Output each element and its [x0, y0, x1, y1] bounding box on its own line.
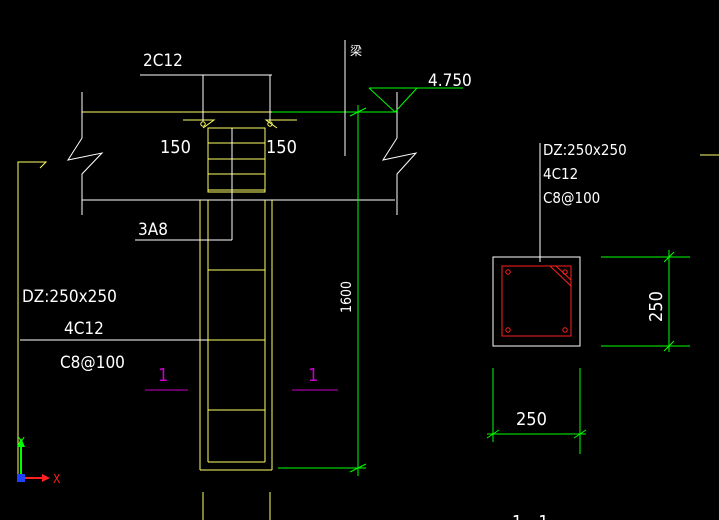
elevation-marker: [368, 87, 463, 113]
section-rebars: [505, 269, 568, 333]
ucs-x-label: X: [53, 472, 61, 486]
column-stirrup-label: C8@100: [60, 353, 125, 373]
section-mark-right: 1: [308, 365, 318, 386]
section-outline: [492, 256, 581, 347]
right-offset-dim: 150: [266, 137, 297, 158]
section-title: 1 - 1: [512, 512, 549, 520]
elevation-value: 4.750: [428, 71, 472, 91]
section-column-stirrup-label: C8@100: [543, 189, 600, 207]
beam-label: 梁: [350, 43, 362, 58]
left-frame-fragment: [17, 161, 48, 480]
height-dim-value: 1600: [339, 281, 355, 313]
left-offset-dim: 150: [160, 137, 191, 158]
column-size-label: DZ:250x250: [22, 287, 117, 307]
height-dimension: [278, 105, 367, 476]
section-height-dimension: [601, 250, 690, 352]
section-width-value: 250: [516, 409, 547, 430]
beam-outline: [66, 92, 418, 215]
ucs-icon: [17, 438, 50, 482]
section-mark-left: 1: [158, 365, 168, 386]
section-height-value: 250: [646, 291, 667, 322]
stirrup-label: 3A8: [138, 220, 168, 240]
section-column-size-label: DZ:250x250: [543, 141, 627, 159]
stirrup-leader: [135, 128, 233, 241]
top-rebar-hooks: [183, 119, 297, 129]
column-rebar-label: 4C12: [64, 319, 104, 339]
ucs-y-label: Y: [17, 435, 25, 449]
section-width-dimension: [486, 368, 587, 454]
top-rebar-leader: [140, 74, 272, 121]
column-outline: [199, 127, 273, 520]
top-rebar-label: 2C12: [143, 51, 183, 71]
section-column-rebar-label: 4C12: [543, 165, 578, 183]
